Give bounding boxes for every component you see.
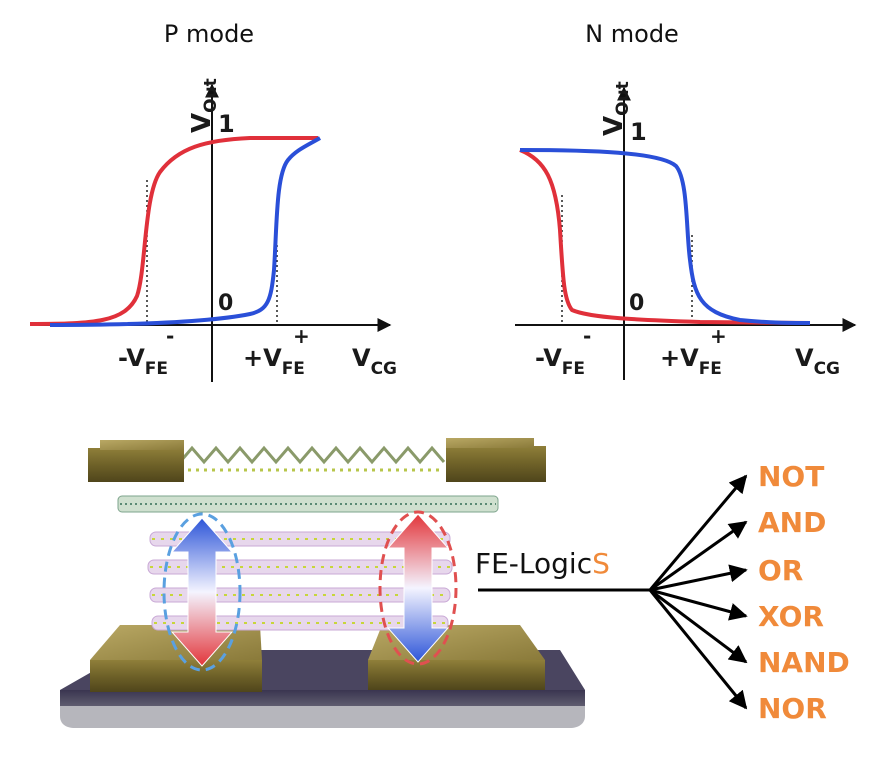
svg-text:-: - bbox=[166, 324, 174, 348]
svg-text:+VFE: +VFE bbox=[660, 344, 722, 379]
n-mode-red-curve bbox=[519, 148, 811, 325]
p-mode-level-low: 0 bbox=[218, 291, 233, 316]
fanout-arrow-nor bbox=[648, 589, 748, 710]
svg-text:+VFE: +VFE bbox=[243, 344, 305, 379]
p-mode-red-curve bbox=[29, 136, 318, 326]
channel-layer bbox=[178, 445, 446, 465]
gate-label-nand: NAND bbox=[758, 646, 850, 679]
fe-logics-label: FE-LogicS bbox=[475, 547, 610, 580]
device-illustration bbox=[60, 438, 585, 728]
fanout-arrow-xor bbox=[649, 588, 748, 621]
n-mode-level-low: 0 bbox=[629, 291, 644, 316]
p-mode-right-tick-label: +VFE + bbox=[243, 324, 310, 379]
p-mode-title: P mode bbox=[164, 20, 254, 48]
n-mode-x-label: VCG bbox=[795, 344, 840, 379]
svg-text:+: + bbox=[293, 324, 310, 348]
p-mode-blue-curve bbox=[49, 136, 322, 327]
svg-text:-VFE: -VFE bbox=[535, 344, 585, 379]
fanout-arrow-nand bbox=[649, 588, 748, 664]
n-mode-blue-curve bbox=[519, 148, 811, 325]
logic-fanout: FE-LogicS NOT AND OR XOR NAND NOR bbox=[475, 460, 850, 725]
svg-text:+: + bbox=[710, 324, 727, 348]
n-mode-right-tick-label: +VFE + bbox=[660, 324, 727, 379]
substrate-base bbox=[60, 706, 585, 728]
polarization-arrow-right bbox=[378, 510, 458, 666]
n-mode-title: N mode bbox=[585, 20, 679, 48]
n-mode-level-high: 1 bbox=[630, 118, 647, 146]
n-mode-y-label: VOut bbox=[599, 81, 633, 136]
n-mode-left-tick-label: -VFE - bbox=[535, 324, 591, 379]
polarization-arrow-left bbox=[162, 512, 242, 672]
svg-text:-VFE: -VFE bbox=[118, 344, 168, 379]
fanout-arrow-and bbox=[649, 520, 748, 592]
gate-label-or: OR bbox=[758, 554, 803, 587]
gate-label-and: AND bbox=[758, 506, 826, 539]
fanout-arrow-not bbox=[648, 474, 748, 591]
gate-label-not: NOT bbox=[758, 460, 824, 493]
p-mode-x-label: VCG bbox=[352, 344, 397, 379]
svg-text:-: - bbox=[583, 324, 591, 348]
fanout-arrow-or bbox=[649, 564, 748, 592]
p-mode-level-high: 1 bbox=[218, 110, 235, 138]
p-mode-plot: P mode VOut 1 0 -VFE - +VFE + VCG bbox=[29, 20, 397, 382]
p-mode-left-tick-label: -VFE - bbox=[118, 324, 174, 379]
gate-label-nor: NOR bbox=[758, 692, 827, 725]
top-electrode-right bbox=[446, 438, 546, 482]
ferroelectric-layers bbox=[147, 531, 453, 631]
p-mode-y-label: VOut bbox=[187, 78, 221, 133]
dielectric-layer bbox=[117, 495, 499, 513]
top-electrode-left bbox=[88, 440, 184, 482]
n-mode-plot: N mode VOut 1 0 -VFE - +VFE + VCG bbox=[515, 20, 857, 380]
gate-label-xor: XOR bbox=[758, 600, 824, 633]
